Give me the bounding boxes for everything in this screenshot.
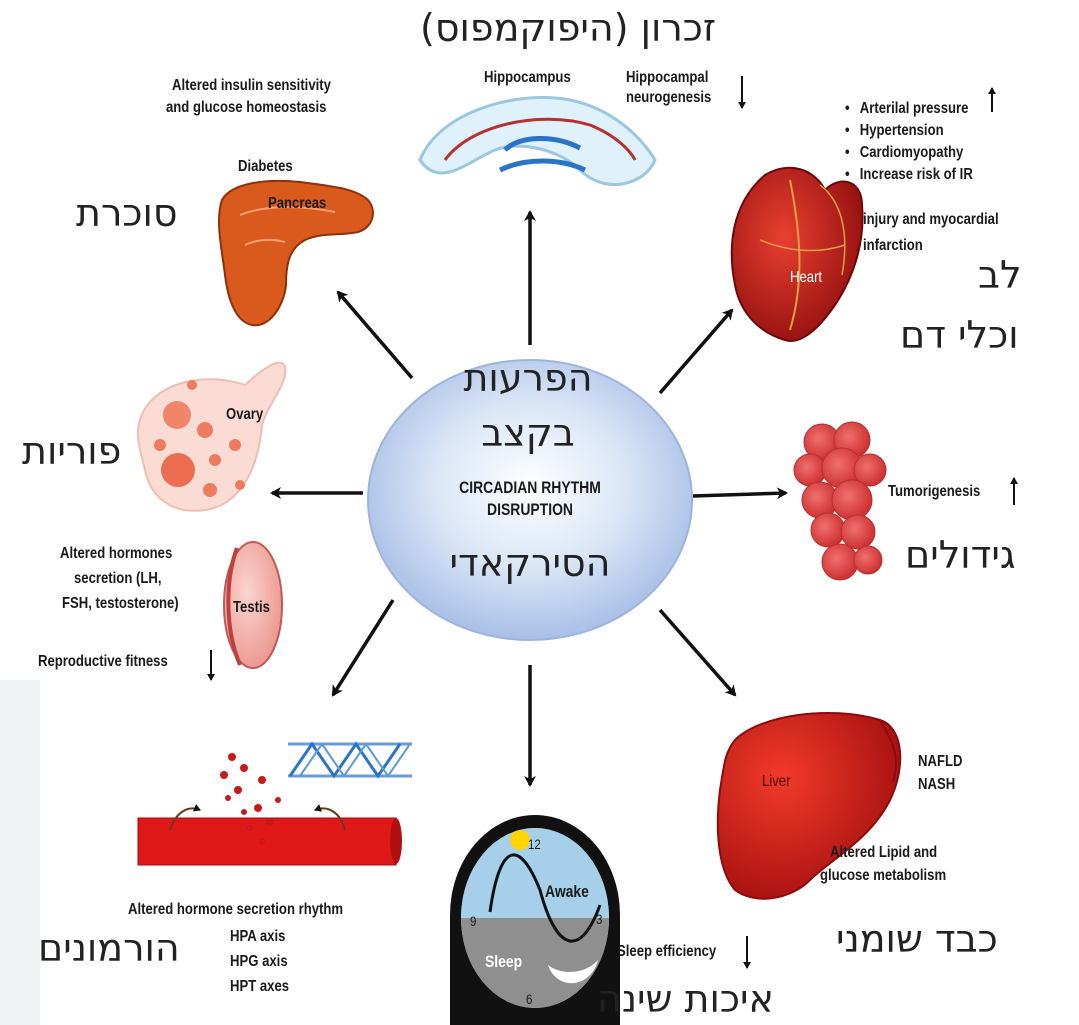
annotation-nafld: NAFLD [918,752,962,771]
tumor-illustration [794,422,886,580]
heart-effect-item: Hypertension [845,120,973,142]
label-hormones: הורמונים [38,925,180,971]
annotation-hippocampal-1: Hippocampal [626,68,708,87]
label-memory: זכרון (היפוקמפוס) [420,5,716,51]
annotation-hpa: HPA axis [230,927,285,946]
annotation-nash: NASH [918,775,955,794]
annotation-reproductive: Reproductive fitness [38,652,168,671]
label-fertility: פוריות [22,428,121,474]
annotation-insulin-1: Altered insulin sensitivity [172,76,331,95]
annotation-diabetes: Diabetes [238,157,293,176]
annotation-hormones-2: secretion (LH, [74,569,161,588]
clock-sleep: Sleep [485,952,522,971]
organ-testis: Testis [233,598,270,617]
center-title-line3: הסירקאדי [405,540,655,586]
center-en-line2: DISRUPTION [407,500,653,519]
annotation-hormones-3: FSH, testosterone) [62,594,179,613]
arrow-pancreas [338,292,412,378]
label-sleep: איכות שינה [597,976,774,1022]
organ-pancreas: Pancreas [268,194,326,213]
heart-effect-item: Arterilal pressure [845,98,973,120]
hippocampus-illustration [420,98,655,185]
arrow-tumor [693,493,786,496]
arrow-liver [660,610,735,695]
heart-effect-item: Cardiomyopathy [845,142,973,164]
annotation-tumorigenesis: Tumorigenesis [888,482,980,501]
annotation-hormone-rhythm: Altered hormone secretion rhythm [128,900,343,919]
heart-effect-item-cont-1: injury and myocardial [863,210,999,229]
annotation-hpg: HPG axis [230,952,288,971]
center-en-line1: CIRCADIAN RHYTHM [407,478,653,497]
clock-3: 3 [596,910,602,929]
arrow-hormones [333,600,393,695]
ovary-illustration [138,363,285,511]
center-title-line1: הפרעות [428,355,628,401]
label-heart-1: לב [978,252,1022,298]
annotation-hpt: HPT axes [230,977,289,996]
clock-12: 12 [528,835,541,854]
heart-effect-item: Increase risk of IR [845,164,973,186]
annotation-lipid-2: glucose metabolism [820,866,946,885]
hormone-wave-illustration [288,744,412,776]
organ-ovary: Ovary [226,405,263,424]
hormone-vessel-illustration [138,753,402,865]
label-tumors: גידולים [905,532,1016,578]
center-title-line2: בקצב [428,410,628,456]
background-fade [0,680,40,1025]
organ-heart: Heart [790,268,822,287]
annotation-sleep-efficiency: Sleep efficiency [617,942,716,961]
organ-liver: Liver [762,772,790,791]
heart-effects-list: Arterilal pressure Hypertension Cardiomy… [845,98,973,186]
clock-awake: Awake [545,882,589,901]
annotation-lipid-1: Altered Lipid and [830,843,937,862]
clock-9: 9 [470,912,476,931]
heart-effect-item-cont-2: infarction [863,236,923,255]
label-heart-2: וכלי דם [900,312,1019,358]
label-liver: כבד שומני [836,916,998,962]
organ-hippocampus: Hippocampus [484,68,571,87]
annotation-hippocampal-2: neurogenesis [626,88,711,107]
arrow-heart [660,310,732,393]
annotation-hormones-1: Altered hormones [60,544,172,563]
annotation-insulin-2: and glucose homeostasis [166,98,326,117]
clock-6: 6 [526,990,532,1009]
label-pancreas: סוכרת [76,190,178,236]
heart-illustration [732,168,863,341]
